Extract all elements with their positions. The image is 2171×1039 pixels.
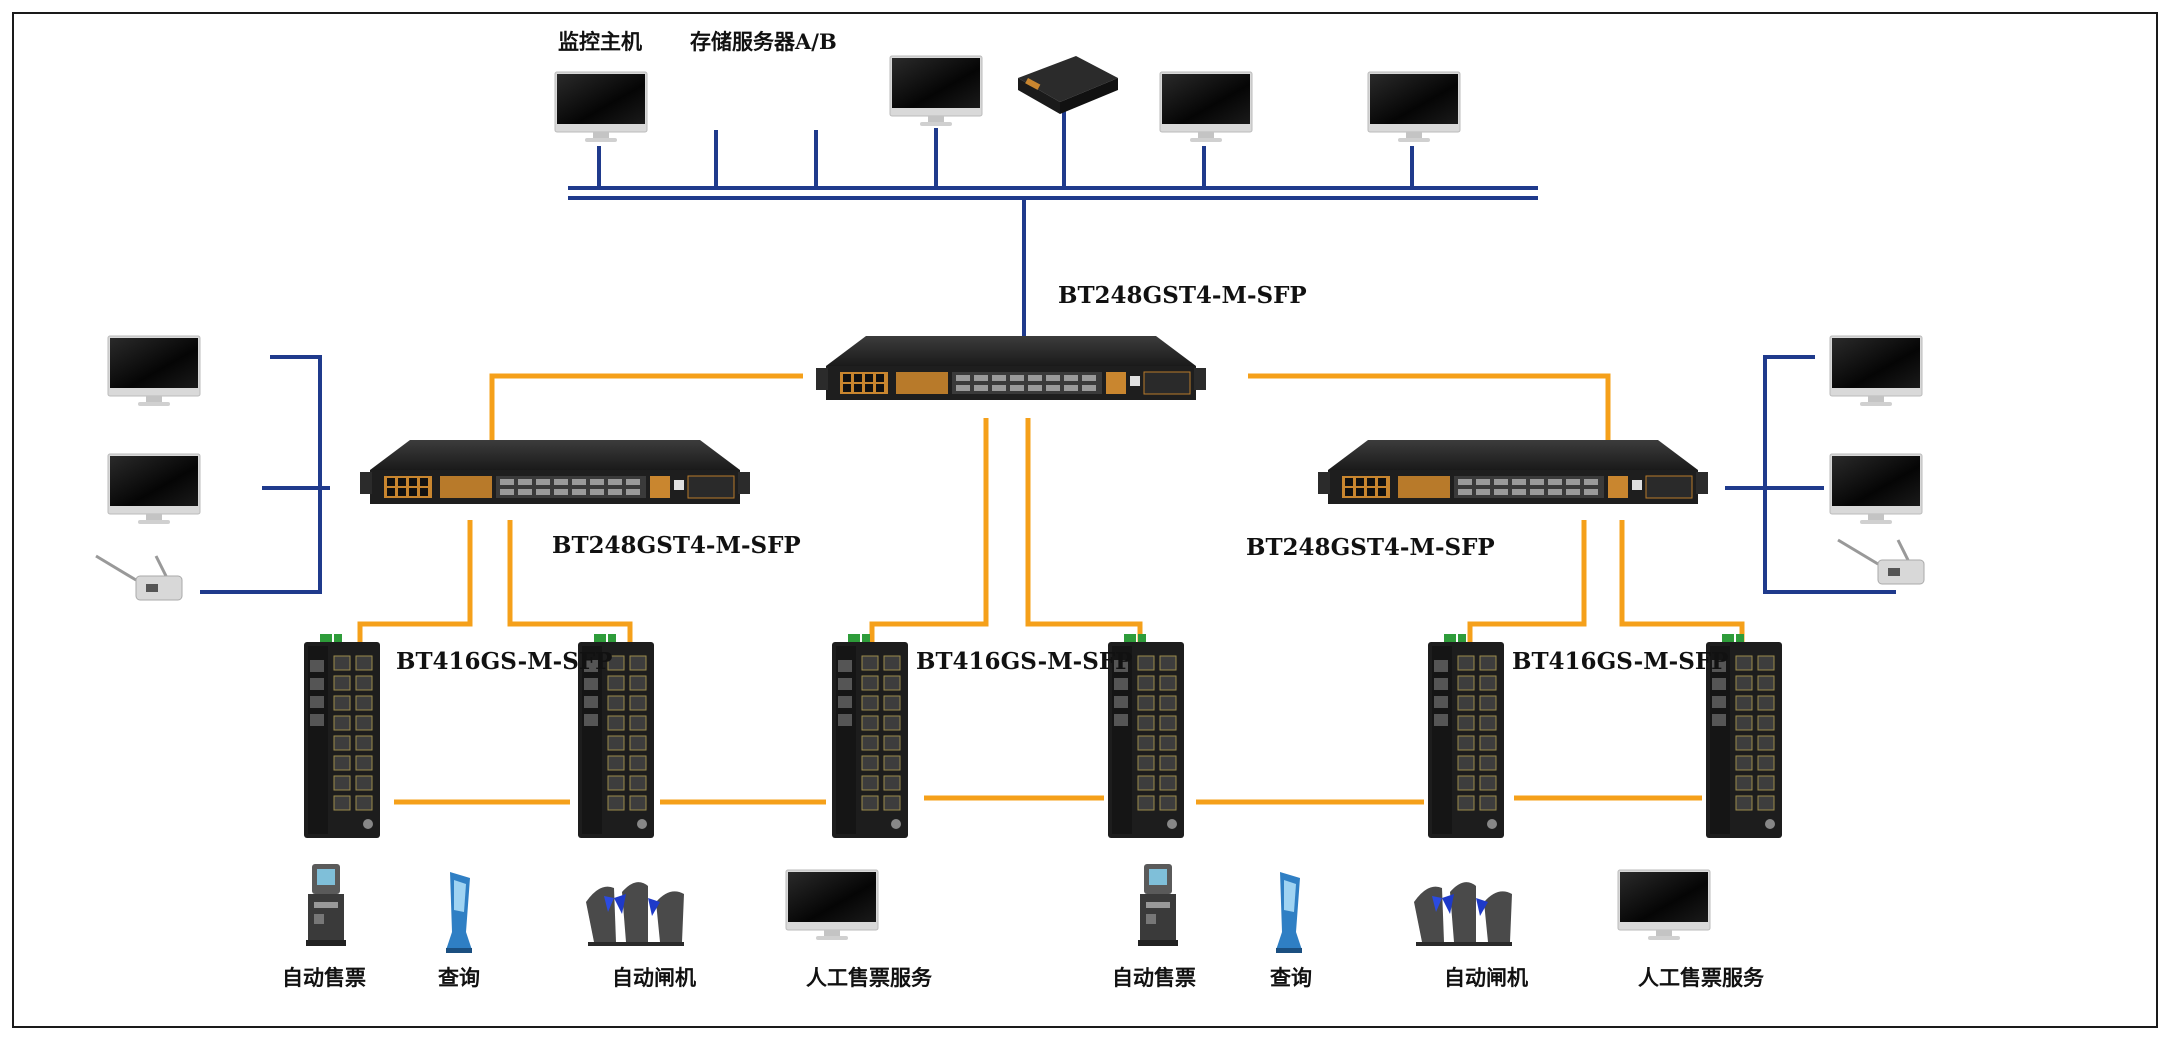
monitor-icon (1617, 869, 1711, 941)
monitor-icon (1367, 71, 1461, 143)
top-drops (597, 108, 1414, 336)
monitor-icon (107, 335, 201, 407)
terminal-caption: 人工售票服务 (806, 965, 932, 990)
right-aggregation-switch-icon (1317, 439, 1709, 505)
monitor-icon (107, 453, 201, 525)
monitor-host-icon (554, 71, 648, 143)
wireless-ap-icon (94, 554, 184, 602)
access-switch-icon (1427, 633, 1505, 839)
terminal-caption: 自动售票 (282, 965, 366, 990)
left-agg-switch-model-label: BT248GST4-M-SFP (552, 532, 801, 559)
monitor-icon (1829, 453, 1923, 525)
terminal-caption: 自动售票 (1112, 965, 1196, 990)
ticket-vending-machine-icon (1138, 864, 1178, 946)
access-switch-3-model-label: BT416GS-M-SFP (1512, 648, 1729, 675)
access-switch-2-model-label: BT416GS-M-SFP (916, 648, 1133, 675)
terminal-caption: 查询 (438, 965, 480, 990)
terminal-caption: 自动闸机 (1444, 965, 1528, 990)
monitor-host-label: 监控主机 (558, 29, 642, 54)
right-agg-switch-model-label: BT248GST4-M-SFP (1246, 534, 1495, 561)
turnstile-gate-icon (586, 882, 684, 946)
media-converter-icon (1018, 56, 1118, 114)
ticket-vending-machine-icon (306, 864, 346, 946)
access-switch-icon (831, 633, 909, 839)
left-copper-links (200, 355, 330, 594)
terminal-caption: 查询 (1270, 965, 1312, 990)
terminal-caption: 自动闸机 (612, 965, 696, 990)
monitor-icon (1829, 335, 1923, 407)
terminal-caption: 人工售票服务 (1638, 965, 1764, 990)
right-copper-links (1725, 355, 1896, 594)
monitor-icon (1159, 71, 1253, 143)
fiber-links (357, 373, 1745, 805)
query-kiosk-icon (446, 872, 472, 953)
top-bus (568, 186, 1538, 200)
monitor-icon (785, 869, 879, 941)
turnstile-gate-icon (1414, 882, 1512, 946)
access-switch-icon (303, 633, 381, 839)
wireless-ap-icon (1836, 538, 1926, 586)
access-switch-1-model-label: BT416GS-M-SFP (396, 648, 613, 675)
storage-servers-label: 存储服务器A/B (690, 29, 837, 54)
diagram-frame (12, 12, 2158, 1028)
core-switch-model-label: BT248GST4-M-SFP (1058, 282, 1307, 309)
left-aggregation-switch-icon (359, 439, 751, 505)
monitor-icon (889, 55, 983, 127)
query-kiosk-icon (1276, 872, 1302, 953)
core-switch-icon (815, 335, 1207, 401)
